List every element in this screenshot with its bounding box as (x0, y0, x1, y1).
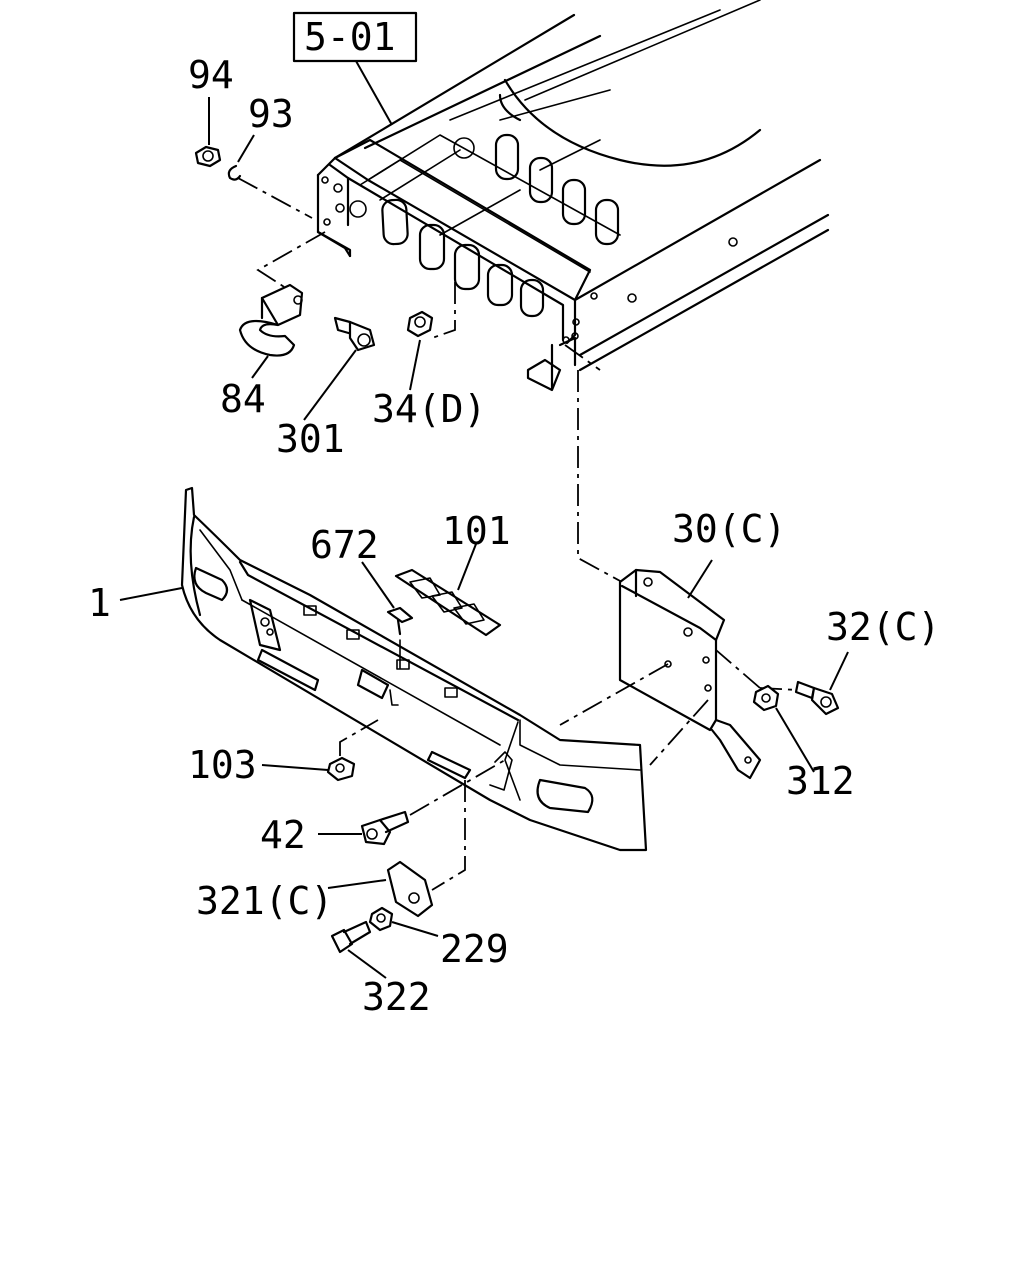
screw-322-icon[interactable] (330, 920, 372, 954)
callout-93: 93 (248, 92, 294, 136)
bolt-301-icon[interactable] (333, 316, 376, 352)
callout-42: 42 (260, 813, 306, 857)
callout-101: 101 (442, 509, 511, 553)
callout-312: 312 (786, 759, 855, 803)
chassis-frame (316, 0, 830, 392)
callout-32c: 32(C) (826, 605, 940, 649)
callout-94: 94 (188, 53, 234, 97)
callout-103: 103 (188, 743, 257, 787)
callout-30c: 30(C) (672, 507, 786, 551)
washer-312-icon[interactable] (752, 684, 780, 712)
washer-93-icon[interactable] (227, 164, 242, 181)
callout-84: 84 (220, 377, 266, 421)
callout-322: 322 (362, 975, 431, 1019)
bolt-42-icon[interactable] (360, 810, 410, 846)
reference-box-label: 5-01 (304, 15, 396, 59)
bolt-32c-icon[interactable] (794, 680, 840, 716)
bracket-30c-icon[interactable] (618, 568, 762, 780)
reference-box[interactable]: 5-01 (292, 11, 418, 63)
bracket-321c-icon[interactable] (386, 860, 434, 918)
callout-321c: 321(C) (196, 879, 333, 923)
tow-hook-84-icon[interactable] (238, 283, 304, 357)
callout-229: 229 (440, 927, 509, 971)
callout-1: 1 (88, 581, 111, 625)
washer-229-icon[interactable] (368, 906, 394, 932)
clip-672-icon[interactable] (386, 606, 414, 636)
grille-101-icon[interactable] (394, 568, 502, 637)
callout-672: 672 (310, 523, 379, 567)
nut-34d-icon[interactable] (406, 310, 434, 338)
bumper-1[interactable] (180, 486, 648, 852)
callout-301: 301 (276, 417, 345, 461)
nut-103-icon[interactable] (326, 756, 356, 782)
callout-34d: 34(D) (372, 387, 486, 431)
nut-94-icon[interactable] (194, 145, 222, 168)
